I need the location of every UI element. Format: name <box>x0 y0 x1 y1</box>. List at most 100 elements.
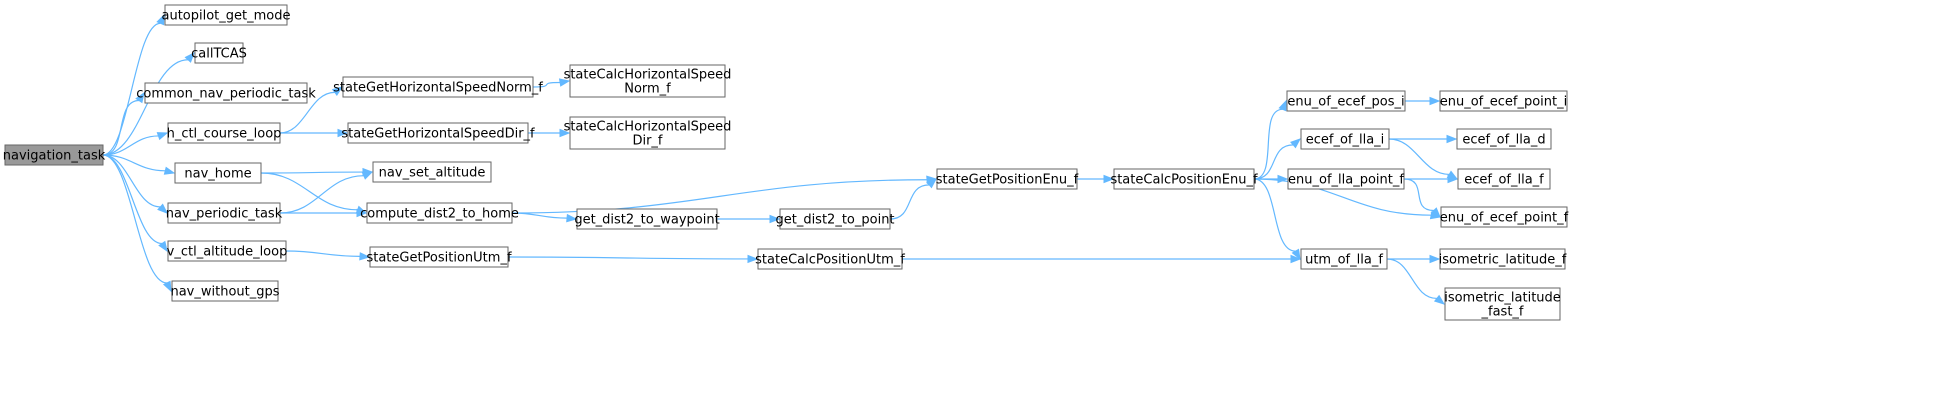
node-box <box>779 208 891 230</box>
node-label: isometric_latitude_f <box>1439 253 1567 268</box>
edge-navigation_task-to-callTCAS <box>102 51 195 156</box>
node-box <box>936 168 1078 190</box>
node-nav_home[interactable]: nav_home <box>174 162 262 184</box>
arrowhead <box>156 132 169 141</box>
arrowhead <box>361 171 374 180</box>
edge-line <box>102 135 159 156</box>
edge-h_ctl_course_loop-to-stateGetHorizontalSpeedDir_f <box>280 128 349 138</box>
edge-navigation_task-to-common_nav_periodic_task <box>102 91 145 156</box>
node-box <box>194 42 244 64</box>
node-ecef_of_lla_d[interactable]: ecef_of_lla_d <box>1456 128 1552 150</box>
node-label: stateGetPositionUtm_f <box>366 251 511 266</box>
node-nav_periodic_task[interactable]: nav_periodic_task <box>166 202 283 224</box>
node-common_nav_periodic_task[interactable]: common_nav_periodic_task <box>136 82 316 104</box>
node-label: enu_of_ecef_point_f <box>1440 211 1569 226</box>
arrowhead <box>747 254 759 264</box>
edge-line <box>260 172 358 211</box>
node-box <box>1457 168 1551 190</box>
node-enu_of_ecef_point_f[interactable]: enu_of_ecef_point_f <box>1440 206 1569 228</box>
node-label: nav_periodic_task <box>166 207 283 222</box>
node-label: navigation_task <box>3 149 106 164</box>
node-label: ecef_of_lla_d <box>1462 133 1545 148</box>
edge-navigation_task-to-nav_periodic_task <box>102 154 169 214</box>
arrowhead <box>158 240 168 253</box>
edge-enu_of_lla_point_f-to-ecef_of_lla_f <box>1404 174 1459 184</box>
node-utm_of_lla_f[interactable]: utm_of_lla_f <box>1300 248 1388 270</box>
node-get_dist2_to_waypoint[interactable]: get_dist2_to_waypoint <box>574 208 720 230</box>
edge-stateCalcPositionEnu_f-to-enu_of_ecef_pos_i <box>1253 99 1287 180</box>
node-enu_of_ecef_point_i[interactable]: enu_of_ecef_point_i <box>1439 90 1568 112</box>
node-nav_set_altitude[interactable]: nav_set_altitude <box>372 161 492 183</box>
node-box <box>1300 248 1388 270</box>
arrowhead <box>1278 99 1287 112</box>
node-label: isometric_latitude <box>1444 291 1561 306</box>
node-label: _fast_f <box>1481 305 1524 320</box>
node-box <box>167 122 281 144</box>
node-navigation_task[interactable]: navigation_task <box>3 144 106 166</box>
node-label: stateCalcPositionUtm_f <box>755 253 905 268</box>
edge-stateGetPositionEnu_f-to-stateCalcPositionEnu_f <box>1077 174 1115 184</box>
edge-line <box>102 154 168 284</box>
edge-line <box>260 171 364 174</box>
node-v_ctl_altitude_loop[interactable]: v_ctl_altitude_loop <box>167 240 288 262</box>
node-label: stateCalcHorizontalSpeed <box>564 68 732 83</box>
node-isometric_latitude_fast_f[interactable]: isometric_latitude_fast_f <box>1444 287 1561 321</box>
arrowhead <box>1103 174 1115 184</box>
node-label: autopilot_get_mode <box>162 9 291 24</box>
node-stateGetPositionEnu_f[interactable]: stateGetPositionEnu_f <box>936 168 1079 190</box>
node-label: enu_of_lla_point_f <box>1288 173 1404 188</box>
arrowhead <box>162 280 172 293</box>
node-stateCalcPositionUtm_f[interactable]: stateCalcPositionUtm_f <box>755 248 905 270</box>
node-label: enu_of_ecef_point_i <box>1440 95 1568 110</box>
node-isometric_latitude_f[interactable]: isometric_latitude_f <box>1439 248 1567 270</box>
node-label: Dir_f <box>632 134 662 149</box>
node-label: callTCAS <box>191 47 247 62</box>
node-label: compute_dist2_to_home <box>360 207 519 222</box>
edge-stateGetHorizontalSpeedDir_f-to-stateCalcHorizontalSpeedDir_f <box>528 128 571 138</box>
node-label: utm_of_lla_f <box>1305 253 1383 268</box>
node-compute_dist2_to_home[interactable]: compute_dist2_to_home <box>360 202 519 224</box>
arrowhead <box>558 78 571 87</box>
edge-utm_of_lla_f-to-isometric_latitude_f <box>1387 254 1441 264</box>
node-ecef_of_lla_i[interactable]: ecef_of_lla_i <box>1300 128 1390 150</box>
arrowhead <box>184 51 195 63</box>
node-stateCalcPositionEnu_f[interactable]: stateCalcPositionEnu_f <box>1110 168 1258 190</box>
node-label: stateGetPositionEnu_f <box>936 173 1079 188</box>
edges-layer <box>102 13 1459 305</box>
node-enu_of_ecef_pos_i[interactable]: enu_of_ecef_pos_i <box>1286 90 1406 112</box>
edge-nav_periodic_task-to-nav_set_altitude <box>279 171 374 214</box>
node-label: stateGetHorizontalSpeedNorm_f <box>333 81 543 96</box>
edge-navigation_task-to-v_ctl_altitude_loop <box>102 154 168 253</box>
edge-line <box>102 154 161 208</box>
edge-ecef_of_lla_i-to-ecef_of_lla_d <box>1389 134 1458 144</box>
node-stateGetPositionUtm_f[interactable]: stateGetPositionUtm_f <box>366 246 512 268</box>
node-enu_of_lla_point_f[interactable]: enu_of_lla_point_f <box>1287 168 1405 190</box>
node-box <box>342 76 534 98</box>
node-autopilot_get_mode[interactable]: autopilot_get_mode <box>162 4 291 26</box>
edge-line <box>1403 178 1434 212</box>
node-stateGetHorizontalSpeedNorm_f[interactable]: stateGetHorizontalSpeedNorm_f <box>333 76 543 98</box>
edge-compute_dist2_to_home-to-stateGetPositionEnu_f <box>511 175 938 214</box>
node-nav_without_gps[interactable]: nav_without_gps <box>170 280 280 302</box>
node-box <box>366 202 513 224</box>
node-get_dist2_to_point[interactable]: get_dist2_to_point <box>775 208 895 230</box>
arrowhead <box>566 213 578 223</box>
arrowhead <box>157 203 169 214</box>
edge-line <box>102 154 163 245</box>
node-ecef_of_lla_f[interactable]: ecef_of_lla_f <box>1457 168 1551 190</box>
node-callTCAS[interactable]: callTCAS <box>191 42 247 64</box>
node-stateGetHorizontalSpeedDir_f[interactable]: stateGetHorizontalSpeedDir_f <box>341 122 535 144</box>
node-box <box>1440 206 1568 228</box>
edge-line <box>102 154 166 172</box>
node-box <box>347 122 529 144</box>
node-h_ctl_course_loop[interactable]: h_ctl_course_loop <box>167 122 282 144</box>
node-box <box>576 208 718 230</box>
node-label: v_ctl_altitude_loop <box>167 245 288 260</box>
arrowhead <box>1429 96 1441 106</box>
edge-line <box>285 250 361 257</box>
node-box <box>1444 287 1561 321</box>
arrowhead <box>1433 294 1446 305</box>
